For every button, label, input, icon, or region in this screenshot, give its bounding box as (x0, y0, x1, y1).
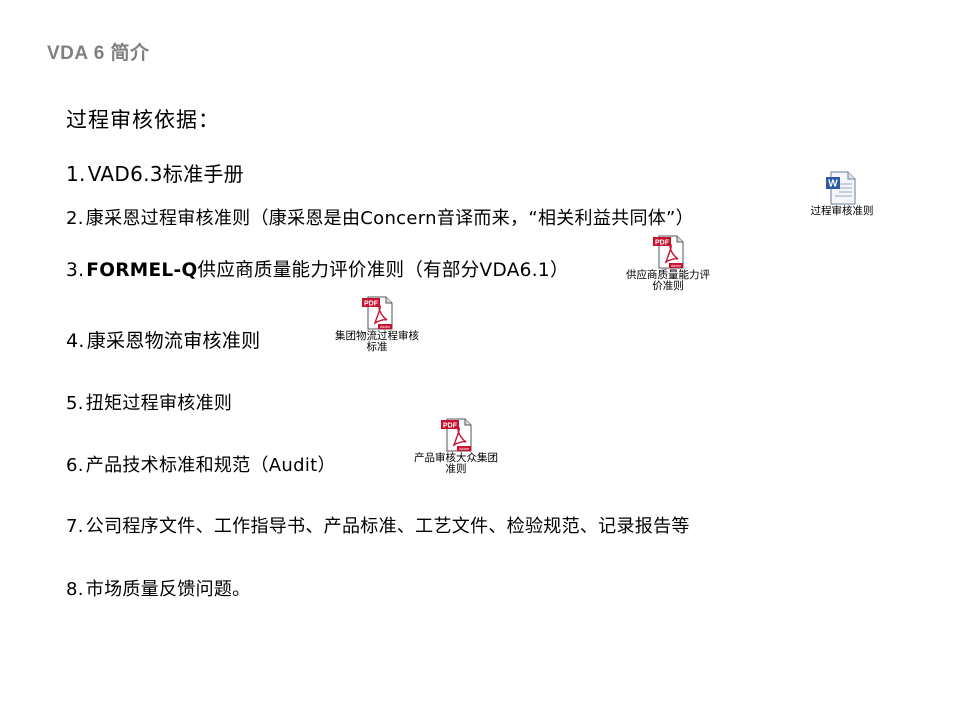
item-text: 市场质量反馈问题。 (85, 579, 251, 600)
attachment-caption: 价准则 (652, 280, 684, 292)
list-item: 3.FORMEL-Q供应商质量能力评价准则（有部分VDA6.1） (66, 256, 569, 282)
item-number: 8. (66, 579, 84, 600)
item-number: 1. (66, 162, 86, 186)
list-item: 1.VAD6.3标准手册 (66, 158, 244, 187)
list-item: 5.扭矩过程审核准则 (66, 389, 232, 415)
attachment-caption: 集团物流过程审核 (335, 330, 419, 342)
item-number: 2. (66, 208, 84, 229)
item-number: 4. (66, 330, 85, 352)
svg-text:Adobe: Adobe (671, 264, 681, 268)
attachment-caption: 过程审核准则 (810, 205, 874, 217)
item-strong-text: FORMEL-Q (86, 260, 198, 281)
item-number: 6. (66, 455, 84, 476)
pdf-document-icon: PDF Adobe (653, 235, 684, 269)
item-number: 7. (66, 516, 84, 537)
list-item: 6.产品技术标准和规范（Audit） (66, 451, 336, 477)
word-document-icon: W (826, 171, 856, 205)
item-text: 供应商质量能力评价准则（有部分VDA6.1） (197, 260, 569, 281)
item-number: 5. (66, 393, 84, 414)
svg-text:PDF: PDF (655, 239, 670, 246)
attachment-caption: 标准 (366, 341, 388, 353)
item-text: 产品技术标准和规范（Audit） (85, 455, 336, 476)
pdf-document-icon: PDF Adobe (362, 296, 393, 330)
attachment-caption: 供应商质量能力评 (626, 269, 710, 281)
list-item: 2.康采恩过程审核准则（康采恩是由Concern音译而来，“相关利益共同体”） (66, 204, 694, 230)
list-item: 4.康采恩物流审核准则 (66, 326, 260, 353)
svg-text:Adobe: Adobe (459, 447, 469, 451)
item-text: 康采恩物流审核准则 (86, 330, 261, 352)
attachment-pdf-file[interactable]: PDF Adobe 产品审核大众集团 准则 (403, 418, 509, 475)
svg-text:PDF: PDF (443, 422, 458, 429)
attachment-caption: 准则 (445, 463, 467, 475)
item-text: 公司程序文件、工作指导书、产品标准、工艺文件、检验规范、记录报告等 (85, 516, 690, 537)
attachment-pdf-file[interactable]: PDF Adobe 供应商质量能力评 价准则 (615, 235, 721, 292)
item-text: 康采恩过程审核准则（康采恩是由Concern音译而来，“相关利益共同体”） (85, 208, 694, 229)
item-text: VAD6.3标准手册 (87, 162, 244, 186)
attachment-word-file[interactable]: W 过程审核准则 (800, 171, 884, 217)
attachment-caption: 产品审核大众集团 (414, 452, 498, 464)
svg-text:PDF: PDF (364, 300, 379, 307)
list-item: 7.公司程序文件、工作指导书、产品标准、工艺文件、检验规范、记录报告等 (66, 512, 690, 538)
item-text: 扭矩过程审核准则 (85, 393, 233, 414)
svg-text:Adobe: Adobe (380, 325, 390, 329)
slide-title: VDA 6 简介 (47, 43, 150, 64)
item-number: 3. (66, 260, 85, 281)
attachment-pdf-file[interactable]: PDF Adobe 集团物流过程审核 标准 (324, 296, 430, 353)
pdf-document-icon: PDF Adobe (441, 418, 472, 452)
svg-text:W: W (828, 179, 838, 190)
section-heading: 过程审核依据： (66, 108, 220, 132)
list-item: 8.市场质量反馈问题。 (66, 575, 250, 601)
